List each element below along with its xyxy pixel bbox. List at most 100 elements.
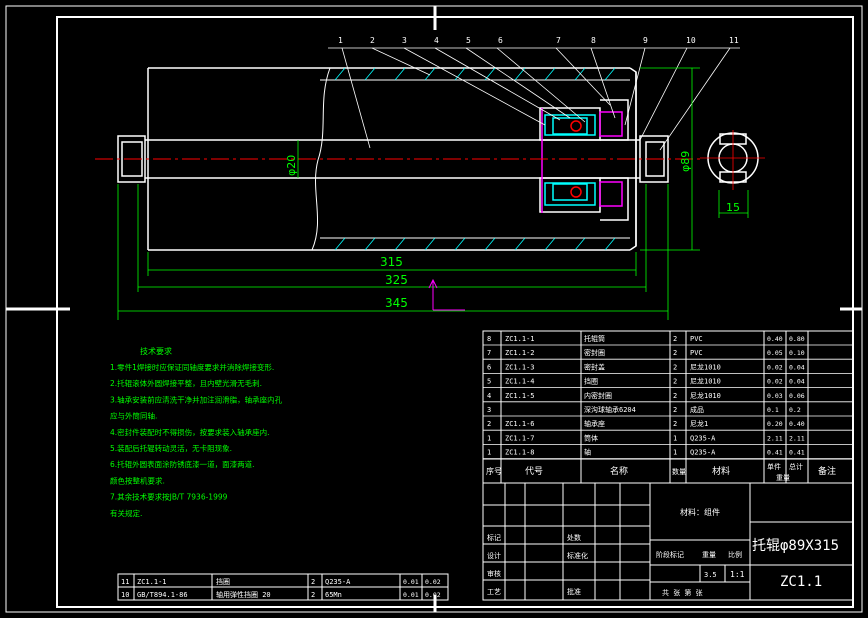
bom-cell-name: 托辊筒 xyxy=(584,334,605,343)
bom-cell-qty: 1 xyxy=(673,434,677,442)
bom-cell-name: 深沟球轴承6204 xyxy=(584,405,636,414)
bom-header: 序号 代号 名称 数量 材料 单件 总计 重量 备注 xyxy=(486,462,836,482)
bom-cell-code: ZC1.1-1 xyxy=(505,335,535,343)
bom-cell-qty: 2 xyxy=(673,392,677,400)
stage-label: 阶段标记 xyxy=(656,550,684,559)
bom-cell-qty: 2 xyxy=(673,378,677,386)
bom-header-no: 序号 xyxy=(486,466,502,476)
bom-cell-name: 密封盖 xyxy=(584,362,605,371)
bottom-bom-grid xyxy=(117,573,449,601)
bom-cell-mat: Q235-A xyxy=(690,449,716,457)
balloon-1: 1 xyxy=(338,36,343,45)
roller-section-view xyxy=(117,67,669,251)
bom-cell-w2: 0.41 xyxy=(789,449,805,457)
bom-cell-mat: PVC xyxy=(690,335,703,343)
bom-cell-code: ZC1.1-2 xyxy=(505,349,535,357)
bom-cell-w1: 0.41 xyxy=(767,449,783,457)
notes-heading: 技术要求 xyxy=(140,346,172,356)
bottom-bom-code: GB/T894.1-86 xyxy=(137,591,188,599)
bottom-bom-w1: 0.01 xyxy=(403,578,419,586)
bom-cell-w1: 0.02 xyxy=(767,378,783,386)
bom-cell-no: 7 xyxy=(487,349,491,357)
note-line: 1.零件1焊接时应保证同轴度要求并消除焊接变形. xyxy=(110,362,274,372)
note-line: 有关规定. xyxy=(110,508,142,518)
sheet-label: 共 张 第 张 xyxy=(662,588,703,597)
bom-cell-name: 挡圈 xyxy=(584,377,598,386)
bom-cell-w1: 0.20 xyxy=(767,420,783,428)
balloon-2: 2 xyxy=(370,36,375,45)
bottom-bom-mat: Q235-A xyxy=(325,578,351,586)
bom-cell-no: 3 xyxy=(487,406,491,414)
dim-345: 345 xyxy=(385,296,408,310)
bom-header-w2: 总计 xyxy=(789,462,803,471)
weight-label: 重量 xyxy=(702,551,716,559)
bottom-bom-name: 轴用弹性挡圈 20 xyxy=(216,590,271,599)
scale-value: 1:1 xyxy=(730,570,745,579)
bom-cell-name: 筒体 xyxy=(584,433,598,442)
signature-label: 处数 xyxy=(567,533,581,542)
balloon-3: 3 xyxy=(402,36,407,45)
note-line: 6.托辊外圆表面涂防锈底漆一道，面漆两道. xyxy=(110,459,255,469)
bom-cell-no: 8 xyxy=(487,335,491,343)
dim-315: 315 xyxy=(380,255,403,269)
balloon-10: 10 xyxy=(686,36,696,45)
bom-cell-mat: 尼龙1010 xyxy=(690,377,721,386)
bom-header-mat: 材料 xyxy=(712,465,730,477)
bom-cell-w1: 0.03 xyxy=(767,392,783,400)
note-line: 4.密封件装配时不得损伤，按要求装入轴承座内. xyxy=(110,427,270,437)
balloon-5: 5 xyxy=(466,36,471,45)
balloon-9: 9 xyxy=(643,36,648,45)
bom-cell-no: 4 xyxy=(487,392,491,400)
bom-header-wt: 重量 xyxy=(776,474,790,482)
bottom-bom-w2: 0.02 xyxy=(425,578,441,586)
ucs-icon xyxy=(428,278,465,311)
note-line: 5.装配后托辊转动灵活，无卡阻现象. xyxy=(110,443,232,453)
bottom-bom-no: 10 xyxy=(121,591,129,599)
bom-cell-w1: 0.05 xyxy=(767,349,783,357)
bom-cell-code: ZC1.1-8 xyxy=(505,449,535,457)
bom-header-code: 代号 xyxy=(525,466,543,477)
bom-cell-w2: 0.06 xyxy=(789,392,805,400)
bom-cell-code: ZC1.1-6 xyxy=(505,420,535,428)
dim-dia89: φ89 xyxy=(679,151,692,172)
bom-cell-no: 1 xyxy=(487,449,491,457)
scale-label: 比例 xyxy=(728,550,742,559)
bearing-details xyxy=(541,108,623,213)
bottom-bom-no: 11 xyxy=(121,578,129,586)
bottom-bom-qty: 2 xyxy=(311,591,315,599)
balloon-4: 4 xyxy=(434,36,439,45)
dimension-lines xyxy=(117,67,749,320)
bom-cell-w1: 0.1 xyxy=(767,406,779,414)
bom-cell-mat: 成品 xyxy=(690,405,704,414)
note-line: 7.其余技术要求按JB/T 7936-1999 xyxy=(110,492,228,502)
bom-cell-no: 2 xyxy=(487,420,491,428)
note-line: 应与外筒同轴. xyxy=(110,411,157,421)
weight-value: 3.5 xyxy=(704,571,717,579)
bottom-bom-name: 挡圈 xyxy=(216,577,230,586)
bom-cell-qty: 2 xyxy=(673,349,677,357)
signature-label: 工艺 xyxy=(487,588,501,596)
bom-cell-w2: 0.04 xyxy=(789,363,805,371)
bom-header-qty: 数量 xyxy=(672,467,686,476)
bom-cell-mat: Q235-A xyxy=(690,434,716,442)
bom-cell-qty: 1 xyxy=(673,449,677,457)
balloon-6: 6 xyxy=(498,36,503,45)
title-block-grid xyxy=(482,482,854,601)
dim-dia20: φ20 xyxy=(285,155,298,176)
bom-header-w1: 单件 xyxy=(767,462,781,471)
bom-cell-name: 内密封圈 xyxy=(584,391,612,400)
bom-cell-code: ZC1.1-3 xyxy=(505,363,535,371)
bottom-bom-w1: 0.01 xyxy=(403,591,419,599)
bom-cell-mat: PVC xyxy=(690,349,703,357)
signature-label: 批准 xyxy=(567,587,581,596)
balloon-7: 7 xyxy=(556,36,561,45)
outer-border xyxy=(5,5,863,613)
bottom-bom-qty: 2 xyxy=(311,578,315,586)
bom-cell-no: 6 xyxy=(487,363,491,371)
